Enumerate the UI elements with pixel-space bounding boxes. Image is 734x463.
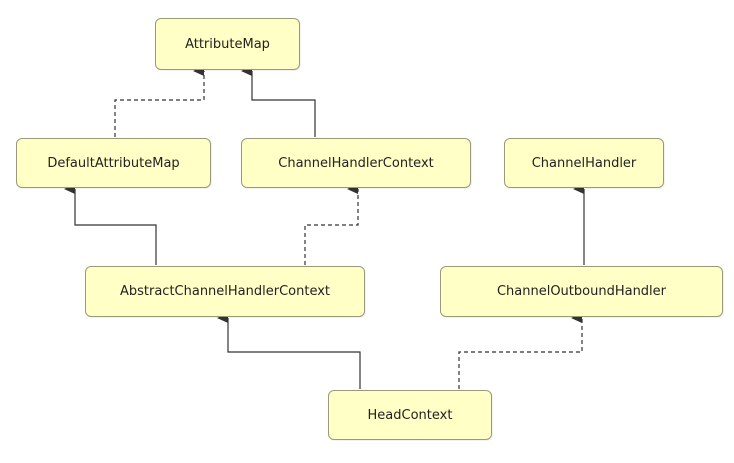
edge-abstract-context-to-channel-handler-context bbox=[304, 184, 359, 265]
edge-head-context-to-channel-outbound-handler bbox=[458, 313, 583, 389]
edge-channel-handler-context-to-attribute-map bbox=[241, 66, 316, 137]
node-attribute-map[interactable]: AttributeMap bbox=[155, 18, 300, 70]
edge-head-context-to-abstract-context bbox=[217, 313, 361, 389]
edge-default-attribute-map-to-attribute-map bbox=[114, 66, 205, 137]
node-head-context[interactable]: HeadContext bbox=[328, 390, 492, 440]
node-channel-outbound-handler-label: ChannelOutboundHandler bbox=[496, 284, 667, 299]
node-channel-outbound-handler[interactable]: ChannelOutboundHandler bbox=[440, 266, 723, 317]
node-default-attribute-map-label: DefaultAttributeMap bbox=[47, 155, 180, 171]
node-channel-handler-context[interactable]: ChannelHandlerContext bbox=[241, 138, 471, 188]
node-head-context-label: HeadContext bbox=[367, 407, 453, 423]
node-channel-handler-label: ChannelHandler bbox=[531, 155, 637, 171]
node-abstract-channel-handler-context[interactable]: AbstractChannelHandlerContext bbox=[85, 266, 365, 317]
node-attribute-map-label: AttributeMap bbox=[185, 36, 270, 52]
node-default-attribute-map[interactable]: DefaultAttributeMap bbox=[16, 138, 211, 188]
node-channel-handler-context-label: ChannelHandlerContext bbox=[278, 155, 434, 171]
node-channel-handler[interactable]: ChannelHandler bbox=[504, 138, 664, 188]
edge-abstract-context-to-default-attribute-map bbox=[64, 184, 157, 265]
node-abstract-channel-handler-context-label: AbstractChannelHandlerContext bbox=[119, 284, 331, 299]
